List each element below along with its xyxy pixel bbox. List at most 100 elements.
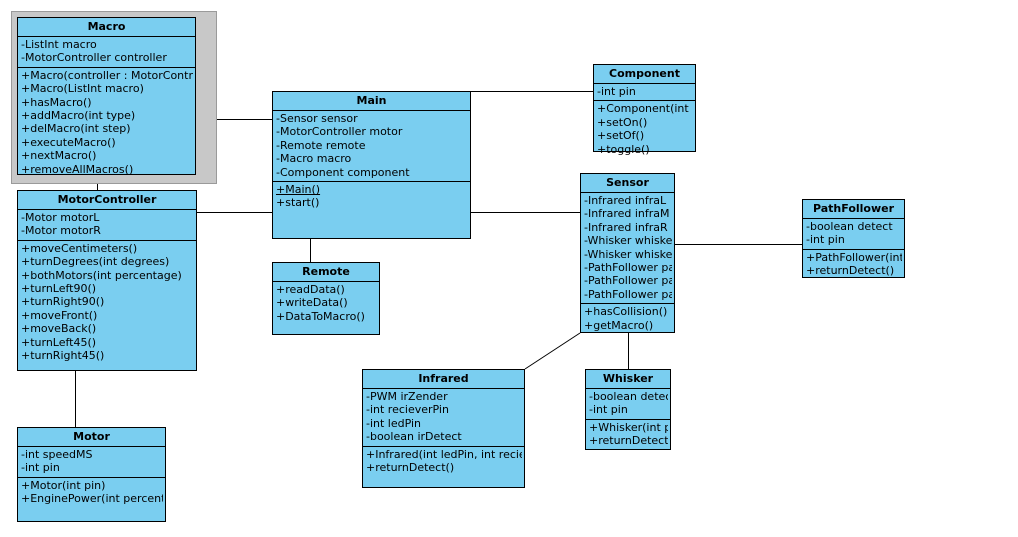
method: +getMacro() xyxy=(584,318,654,332)
class-methods-pathfollower: +PathFollower(int pin) +returnDetect() xyxy=(803,250,904,280)
class-attributes-sensor: -Infrared infraL -Infrared infraM -Infra… xyxy=(581,193,674,305)
method: +EnginePower(int percentage) xyxy=(21,492,163,506)
attribute: -boolean detect xyxy=(806,220,893,233)
class-box-motor[interactable]: Motor -int speedMS -int pin +Motor(int p… xyxy=(17,427,166,522)
method: +Whisker(int pin) xyxy=(589,420,668,434)
attribute: -PathFollower pathL xyxy=(584,261,672,275)
method: +hasMacro() xyxy=(21,95,92,109)
class-methods-main: +Main() +start() xyxy=(273,182,470,212)
connector-main-component xyxy=(471,91,593,92)
method: +start() xyxy=(276,196,320,210)
attribute: -PWM irZender xyxy=(366,390,448,403)
class-attributes-motorcontroller: -Motor motorL -Motor motorR xyxy=(18,210,196,241)
attribute: -int speedMS xyxy=(21,448,93,461)
class-box-sensor[interactable]: Sensor -Infrared infraL -Infrared infraM… xyxy=(580,173,675,333)
method: +delMacro(int step) xyxy=(21,122,131,136)
attribute: -Whisker whiskerR xyxy=(584,247,672,261)
class-attributes-motor: -int speedMS -int pin xyxy=(18,447,165,478)
method: +nextMacro() xyxy=(21,149,97,163)
method: +setOn() xyxy=(597,115,648,129)
method-static: +Main() xyxy=(276,183,321,197)
method: +DataToMacro() xyxy=(276,309,365,323)
class-title-component: Component xyxy=(594,65,695,84)
connector-sensor-pathfollower xyxy=(675,244,802,245)
attribute: -MotorController motor xyxy=(276,125,403,139)
attribute: -Motor motorL xyxy=(21,211,100,224)
method: +Macro(ListInt macro) xyxy=(21,82,144,96)
method: +turnLeft90() xyxy=(21,282,97,296)
class-methods-remote: +readData() +writeData() +DataToMacro() xyxy=(273,282,379,325)
method: +moveCentimeters() xyxy=(21,241,138,255)
connector-main-remote xyxy=(310,239,311,262)
method: +moveBack() xyxy=(21,322,97,336)
attribute: -int pin xyxy=(589,403,628,417)
class-attributes-main: -Sensor sensor -MotorController motor -R… xyxy=(273,111,470,183)
method: +toggle() xyxy=(597,142,650,156)
attribute: -boolean detect xyxy=(589,390,668,403)
connector-sensor-whisker xyxy=(628,333,629,369)
attribute: -int pin xyxy=(21,461,60,475)
class-methods-macro: +Macro(controller : MotorController) +Ma… xyxy=(18,68,195,178)
class-box-remote[interactable]: Remote +readData() +writeData() +DataToM… xyxy=(272,262,380,335)
attribute: -boolean irDetect xyxy=(366,430,462,444)
method: +moveFront() xyxy=(21,308,98,322)
class-title-infrared: Infrared xyxy=(363,370,524,389)
class-attributes-pathfollower: -boolean detect -int pin xyxy=(803,219,904,250)
attribute: -Whisker whiskerL xyxy=(584,234,672,248)
connector-motorcontroller-main xyxy=(197,212,273,213)
method: +returnDetect() xyxy=(366,461,455,475)
attribute: -Motor motorR xyxy=(21,224,101,238)
attribute: -ListInt macro xyxy=(21,38,97,51)
class-attributes-infrared: -PWM irZender -int recieverPin -int ledP… xyxy=(363,389,524,447)
class-box-whisker[interactable]: Whisker -boolean detect -int pin +Whiske… xyxy=(585,369,671,450)
attribute: -Infrared infraL xyxy=(584,194,667,207)
connector-main-sensor xyxy=(471,212,581,213)
attribute: -PathFollower pathM xyxy=(584,274,672,288)
attribute: -Infrared infraM xyxy=(584,207,670,221)
class-box-macro[interactable]: Macro -ListInt macro -MotorController co… xyxy=(17,17,196,178)
class-box-motorcontroller[interactable]: MotorController -Motor motorL -Motor mot… xyxy=(17,190,197,371)
method: +turnRight45() xyxy=(21,349,105,363)
method: +Macro(controller : MotorController) xyxy=(21,68,193,82)
method: +Component(int pin) xyxy=(597,102,693,116)
class-title-pathfollower: PathFollower xyxy=(803,200,904,219)
attribute: -int pin xyxy=(806,233,845,247)
attribute: -int recieverPin xyxy=(366,403,449,417)
method: +turnRight90() xyxy=(21,295,105,309)
method: +turnLeft45() xyxy=(21,335,97,349)
method: +writeData() xyxy=(276,296,348,310)
method: +hasCollision() xyxy=(584,305,668,319)
class-attributes-macro: -ListInt macro -MotorController controll… xyxy=(18,37,195,68)
method: +returnDetect() xyxy=(806,264,895,278)
attribute: -Sensor sensor xyxy=(276,112,358,125)
class-box-component[interactable]: Component -int pin +Component(int pin) +… xyxy=(593,64,696,156)
class-box-infrared[interactable]: Infrared -PWM irZender -int recieverPin … xyxy=(362,369,525,488)
class-box-main[interactable]: Main -Sensor sensor -MotorController mot… xyxy=(272,91,471,239)
attribute: -int ledPin xyxy=(366,416,422,430)
class-box-pathfollower[interactable]: PathFollower -boolean detect -int pin +P… xyxy=(802,199,905,278)
class-methods-component: +Component(int pin) +setOn() +setOf() +t… xyxy=(594,101,695,158)
method: +turnDegrees(int degrees) xyxy=(21,255,170,269)
attribute: -Remote remote xyxy=(276,138,366,152)
class-methods-sensor: +hasCollision() +getMacro() xyxy=(581,304,674,334)
class-methods-infrared: +Infrared(int ledPin, int recieverPin) +… xyxy=(363,447,524,477)
attribute: -MotorController controller xyxy=(21,51,167,65)
class-methods-motor: +Motor(int pin) +EnginePower(int percent… xyxy=(18,478,165,508)
method: +Motor(int pin) xyxy=(21,478,106,492)
attribute: -int pin xyxy=(597,85,636,98)
class-title-main: Main xyxy=(273,92,470,111)
attribute: -Component component xyxy=(276,165,410,179)
method: +executeMacro() xyxy=(21,135,116,149)
class-methods-whisker: +Whisker(int pin) +returnDetect() xyxy=(586,420,670,450)
class-title-macro: Macro xyxy=(18,18,195,37)
attribute: -PathFollower pathR xyxy=(584,287,672,301)
method: +bothMotors(int percentage) xyxy=(21,268,182,282)
class-title-motorcontroller: MotorController xyxy=(18,191,196,210)
class-methods-motorcontroller: +moveCentimeters() +turnDegrees(int degr… xyxy=(18,241,196,365)
attribute: -Macro macro xyxy=(276,152,352,166)
connector-macro-main xyxy=(196,119,273,120)
class-attributes-component: -int pin xyxy=(594,84,695,102)
method: +readData() xyxy=(276,283,345,296)
class-title-whisker: Whisker xyxy=(586,370,670,389)
